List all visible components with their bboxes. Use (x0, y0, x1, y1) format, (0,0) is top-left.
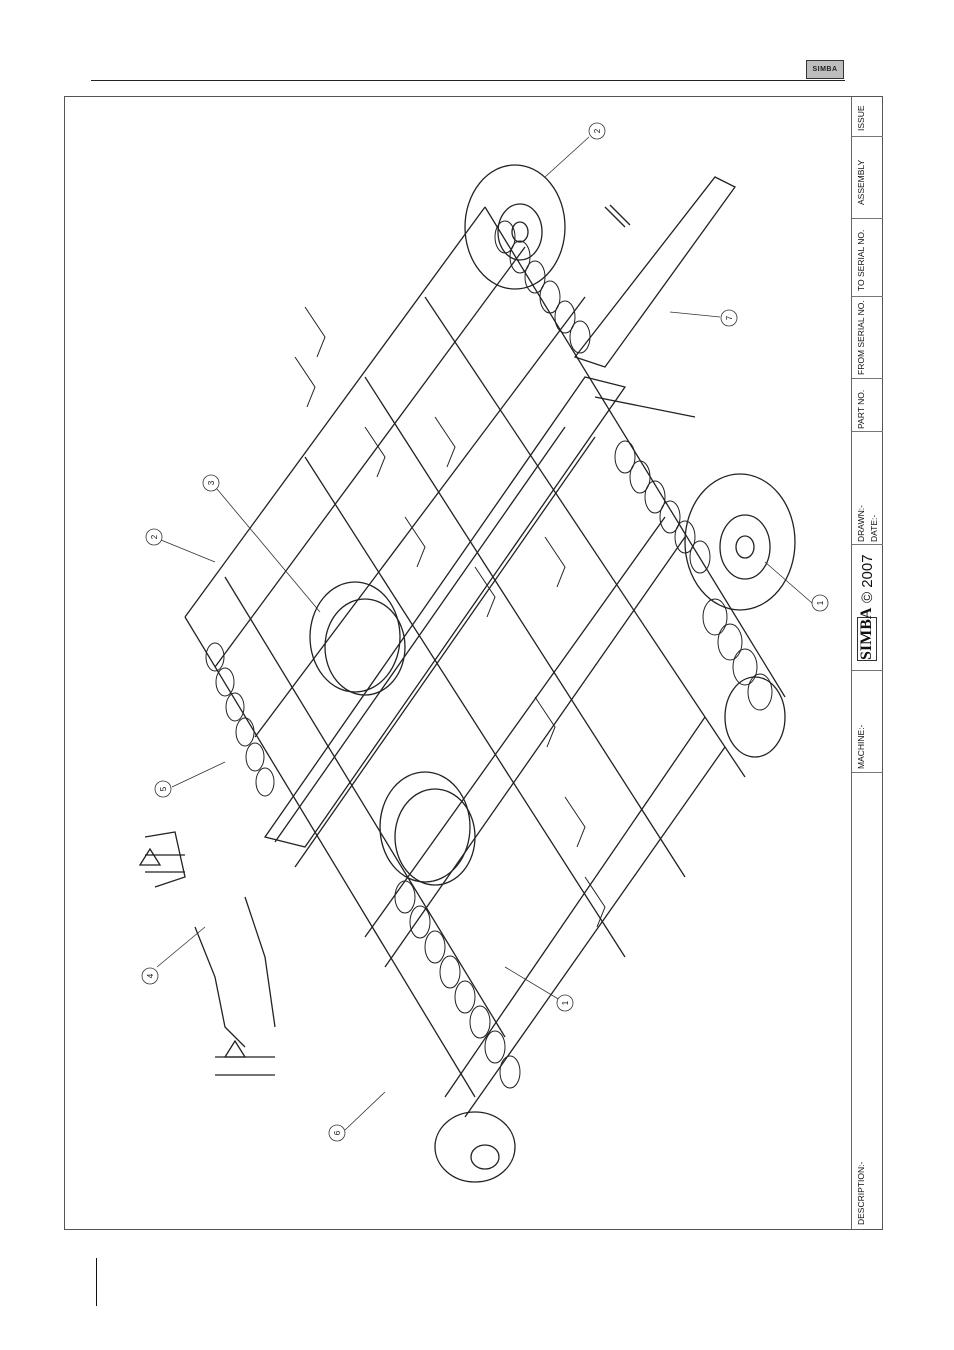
callout-3: 3 (203, 475, 219, 491)
drawing-sheet: 2 7 3 2 1 5 4 (64, 96, 883, 1230)
hydraulic-hose (245, 897, 275, 1027)
issue-cell: ISSUE (852, 97, 883, 137)
machine-label: MACHINE:- (856, 725, 866, 769)
brand-cell: SIMBA © 2007 (852, 545, 883, 671)
to-serial-cell: TO SERIAL NO. (852, 219, 883, 297)
cross-rail (365, 377, 685, 877)
svg-text:2: 2 (593, 128, 602, 133)
callout-2-left: 2 (146, 529, 162, 545)
svg-text:5: 5 (159, 786, 168, 791)
assembly-label: ASSEMBLY (856, 160, 866, 205)
callout-2-top: 2 (589, 123, 605, 139)
hydraulic-hose (195, 927, 245, 1047)
drawbar-link (595, 397, 695, 417)
svg-text:4: 4 (146, 973, 155, 978)
hitch-bracket (145, 832, 185, 887)
callout-1-right: 1 (812, 595, 828, 611)
machine-cell: MACHINE:- (852, 671, 883, 773)
frame-rail (275, 427, 565, 842)
to-serial-label: TO SERIAL NO. (856, 230, 866, 291)
assembly-cell: ASSEMBLY (852, 137, 883, 219)
callout-7: 7 (721, 310, 737, 326)
svg-text:7: 7 (725, 315, 734, 320)
issue-label: ISSUE (856, 105, 866, 131)
frame-rail (255, 297, 585, 737)
end-disc (725, 677, 785, 757)
frame-rail (185, 207, 485, 617)
copyright: © 2007 (859, 554, 876, 603)
brand-logo: SIMBA (857, 617, 877, 661)
drawbar (575, 177, 735, 367)
drawn-label: DRAWN:- (856, 505, 866, 542)
callout-1-bottom: 1 (557, 995, 573, 1011)
svg-text:1: 1 (561, 1000, 570, 1005)
header-logo: SIMBA (806, 60, 844, 79)
description-label: DESCRIPTION:- (856, 1162, 866, 1225)
callout-5: 5 (155, 781, 171, 797)
callout-6: 6 (329, 1125, 345, 1141)
part-no-cell: PART NO. (852, 379, 883, 432)
frame-rail (385, 537, 685, 967)
drawn-date-cell: DRAWN:- DATE:- (852, 432, 883, 545)
frame-rail (445, 717, 705, 1097)
title-block: ISSUE ASSEMBLY TO SERIAL NO. FROM SERIAL… (851, 97, 883, 1229)
cross-rail (305, 457, 625, 957)
warning-triangle (140, 849, 160, 865)
part-no-label: PART NO. (856, 390, 866, 429)
from-serial-label: FROM SERIAL NO. (856, 300, 866, 375)
svg-text:6: 6 (333, 1130, 342, 1135)
svg-text:1: 1 (816, 600, 825, 605)
packer-roller (310, 582, 400, 692)
callout-4: 4 (142, 968, 158, 984)
transport-wheel (685, 474, 795, 610)
date-label: DATE:- (869, 515, 879, 542)
packer-roller (380, 772, 470, 882)
svg-text:3: 3 (207, 480, 216, 485)
end-disc (435, 1112, 515, 1182)
cross-rail (185, 617, 475, 1097)
exploded-assembly-drawing: 2 7 3 2 1 5 4 (65, 97, 851, 1229)
header-rule (91, 80, 845, 81)
centre-beam (265, 377, 625, 847)
svg-text:2: 2 (150, 534, 159, 539)
description-cell: DESCRIPTION:- (852, 773, 883, 1229)
page-margin-mark (96, 1258, 97, 1306)
frame-rail (465, 747, 725, 1117)
from-serial-cell: FROM SERIAL NO. (852, 297, 883, 379)
